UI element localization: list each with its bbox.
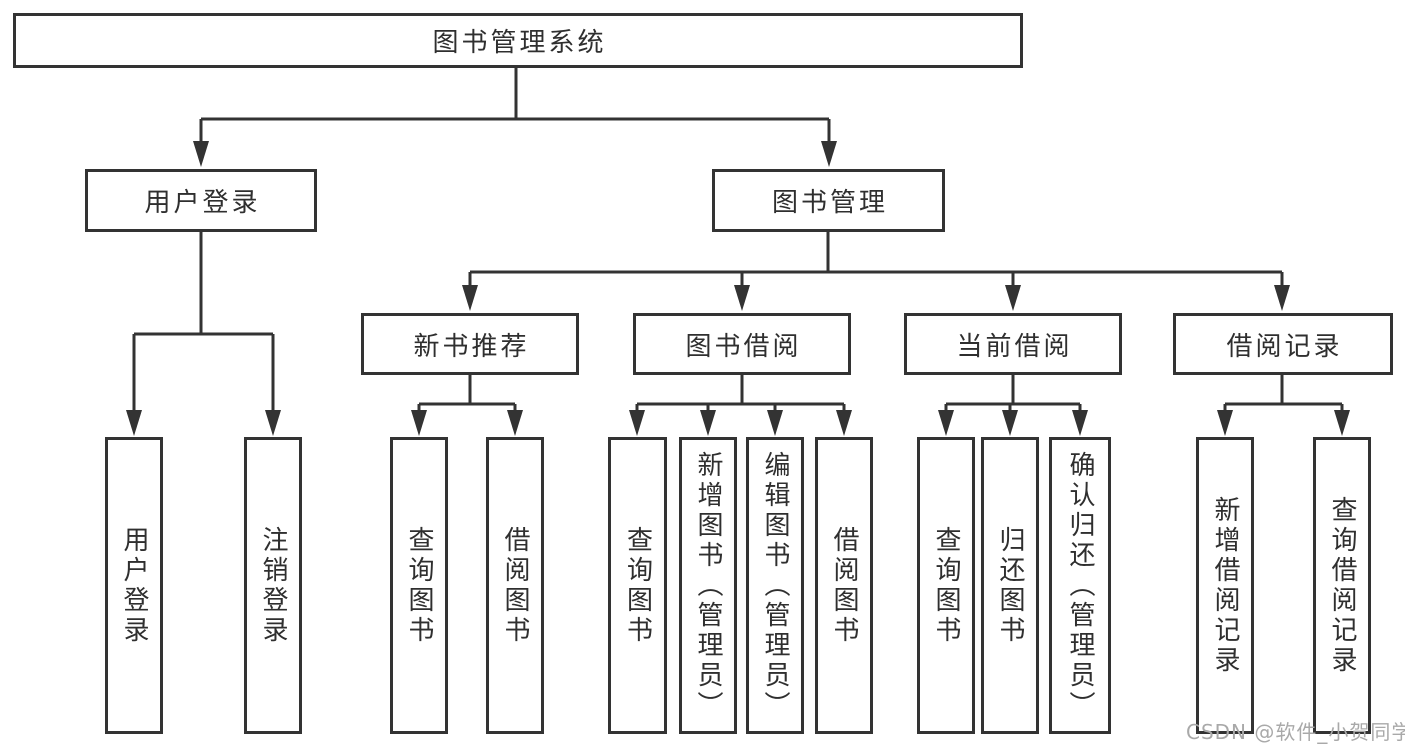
leaf-logout-label: 注销登录 <box>258 525 288 646</box>
leaf-return-books: 归还图书 <box>981 437 1039 734</box>
csdn-watermark: CSDN @软件_小贺同学 <box>1186 720 1405 744</box>
leaf-current-query-books: 查询图书 <box>917 437 975 734</box>
arrow-down-icon <box>411 410 427 436</box>
leaf-borrow-borrow-books: 借阅图书 <box>815 437 873 734</box>
arrow-down-icon <box>265 410 281 436</box>
leaf-user-login-label: 用户登录 <box>119 525 149 646</box>
arrow-down-icon <box>1072 410 1088 436</box>
leaf-add-borrow-record: 新增借阅记录 <box>1196 437 1254 734</box>
node-current-borrow-label: 当前借阅 <box>956 331 1073 362</box>
arrow-down-icon <box>821 141 837 167</box>
node-borrow-records-label: 借阅记录 <box>1226 331 1343 362</box>
connector-root-to-level2 <box>199 67 831 150</box>
arrow-down-icon <box>462 285 478 311</box>
leaf-edit-books-admin: 编辑图书（管理员） <box>746 437 804 734</box>
arrow-down-icon <box>629 410 645 436</box>
node-borrow-records: 借阅记录 <box>1173 313 1393 375</box>
leaf-query-borrow-record: 查询借阅记录 <box>1313 437 1371 734</box>
node-new-book-recommend-label: 新书推荐 <box>413 331 530 362</box>
leaf-add-borrow-record-label: 新增借阅记录 <box>1210 495 1240 676</box>
arrow-down-icon <box>1002 410 1018 436</box>
node-root-label: 图书管理系统 <box>432 28 607 58</box>
leaf-logout: 注销登录 <box>244 437 302 734</box>
arrowheads <box>126 141 1350 436</box>
leaf-newbook-borrow-books-label: 借阅图书 <box>500 525 530 646</box>
arrow-down-icon <box>126 410 142 436</box>
arrow-down-icon <box>734 285 750 311</box>
leaf-current-query-books-label: 查询图书 <box>931 525 961 646</box>
arrow-down-icon <box>1005 285 1021 311</box>
leaf-newbook-borrow-books: 借阅图书 <box>486 437 544 734</box>
node-user-login: 用户登录 <box>85 169 317 232</box>
connector-userlogin-to-leaves <box>132 232 275 416</box>
arrow-down-icon <box>1274 285 1290 311</box>
arrow-down-icon <box>836 410 852 436</box>
leaf-add-books-admin: 新增图书（管理员） <box>679 437 737 734</box>
arrow-down-icon <box>767 410 783 436</box>
node-current-borrow: 当前借阅 <box>904 313 1122 375</box>
leaf-confirm-return-admin-label: 确认归还（管理员） <box>1065 450 1095 721</box>
leaf-return-books-label: 归还图书 <box>995 525 1025 646</box>
connector-newbook-to-leaves <box>417 375 517 418</box>
leaf-user-login: 用户登录 <box>105 437 163 734</box>
node-user-login-label: 用户登录 <box>144 188 261 218</box>
leaf-newbook-query-books: 查询图书 <box>390 437 448 734</box>
leaf-newbook-query-books-label: 查询图书 <box>404 525 434 646</box>
node-book-borrow-label: 图书借阅 <box>685 331 802 362</box>
connector-records-to-leaves <box>1223 375 1344 418</box>
node-book-management: 图书管理 <box>712 169 945 232</box>
leaf-borrow-borrow-books-label: 借阅图书 <box>829 525 859 646</box>
arrow-down-icon <box>700 410 716 436</box>
connector-bookmgmt-to-level3 <box>468 232 1284 293</box>
node-new-book-recommend: 新书推荐 <box>361 313 579 375</box>
node-book-borrow: 图书借阅 <box>633 313 851 375</box>
leaf-edit-books-admin-label: 编辑图书（管理员） <box>760 450 790 721</box>
leaf-query-borrow-record-label: 查询借阅记录 <box>1327 495 1357 676</box>
arrow-down-icon <box>1334 410 1350 436</box>
arrow-down-icon <box>507 410 523 436</box>
leaf-confirm-return-admin: 确认归还（管理员） <box>1049 437 1111 734</box>
leaf-borrow-query-books-label: 查询图书 <box>622 525 653 646</box>
arrow-down-icon <box>1217 410 1233 436</box>
node-root: 图书管理系统 <box>13 13 1023 68</box>
arrow-down-icon <box>938 410 954 436</box>
leaf-borrow-query-books: 查询图书 <box>608 437 667 734</box>
leaf-add-books-admin-label: 新增图书（管理员） <box>693 450 723 721</box>
node-book-management-label: 图书管理 <box>771 188 888 218</box>
connector-borrow-to-leaves <box>635 375 846 418</box>
arrow-down-icon <box>193 141 209 167</box>
